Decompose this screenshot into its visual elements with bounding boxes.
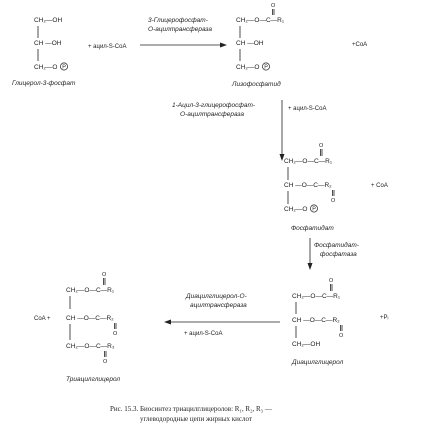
pa-name: Фосфатидат xyxy=(291,224,334,232)
enzyme-4-line-2: ацилтрансфераза xyxy=(190,302,247,309)
tag-ch2-ester-2: CH₂—O—C—R₃ xyxy=(66,343,115,350)
lpa-carbonyl-o: O xyxy=(271,3,276,9)
tag-name: Триацилглицерол xyxy=(66,376,120,383)
tag-carbonyl-o-3: O xyxy=(103,359,108,365)
lpa-ch2-ester: CH₂—O—C—R₁ xyxy=(236,17,285,24)
phosphatidate: O CH₂—O—C—R₁ CH —O—C—R₂ O + CoA CH₂—O P … xyxy=(284,143,388,232)
pi-product: +Pᵢ xyxy=(380,315,389,321)
g3p-ch2-oh: CH₂—OH xyxy=(34,17,62,24)
diacylglycerol: O CH₂—O—C—R₁ CH —O—C—R₂ O +Pᵢ CH₂—OH Диа… xyxy=(291,278,389,366)
lpa-ch2-o: CH₂—O xyxy=(236,64,259,71)
lysophosphatidate: O CH₂—O—C—R₁ CH —OH CH₂—O P Лизофосфатид xyxy=(231,3,285,88)
pa-carbonyl-o-1: O xyxy=(319,143,324,149)
enzyme-2-line-2: О-ацилтрансфераза xyxy=(180,111,244,118)
dag-ch-ester: CH —O—C—R₂ xyxy=(292,317,340,324)
lpa-ch-oh: CH —OH xyxy=(236,40,264,47)
tag-carbonyl-o-1: O xyxy=(102,272,107,278)
dag-ch2-ester: CH₂—O—C—R₁ xyxy=(292,293,341,300)
enzyme-3-line-1: Фосфатидат- xyxy=(314,241,360,249)
tag-ch-ester: CH —O—C—R₂ xyxy=(66,315,114,322)
pa-carbonyl-o-2: O xyxy=(331,198,336,204)
enzyme-1-line-2: О-ацилтрансфераза xyxy=(148,26,212,33)
dag-ch2-oh: CH₂—OH xyxy=(292,341,320,348)
dag-carbonyl-o-2: O xyxy=(339,333,344,339)
enzyme-4-line-1: Диацилглицерол-О- xyxy=(185,293,248,300)
phosphate-icon: P xyxy=(312,207,316,213)
dag-name: Диацилглицерол xyxy=(291,359,344,366)
dag-carbonyl-o-1: O xyxy=(329,278,334,284)
coa-product-1: +CoA xyxy=(352,42,367,48)
tag-carbonyl-o-2: O xyxy=(113,331,118,337)
acyl-coa-reagent-2: + ацил-S-CoA xyxy=(288,106,326,112)
g3p-ch2-o: CH₂—O xyxy=(34,64,57,71)
figure-caption-line-1: Рис. 15.3. Биосинтез триацилглицеролов: … xyxy=(110,405,273,413)
pa-ch-ester: CH —O—C—R₂ xyxy=(284,182,332,189)
enzyme-2-line-1: 1-Ацил-3-глицерофосфат- xyxy=(172,102,256,109)
acyl-coa-reagent-1: + ацил-S-CoA xyxy=(88,44,126,50)
figure-caption-line-2: углеводородные цепи жирных кислот xyxy=(140,415,252,423)
acyl-coa-reagent-3: + ацил-S-CoA xyxy=(184,331,222,337)
pa-ch2-o: CH₂—O xyxy=(284,206,307,213)
phosphate-icon: P xyxy=(62,65,66,71)
enzyme-3-line-2: фосфатаза xyxy=(320,251,357,258)
enzyme-1-line-1: 3-Глицерофосфат- xyxy=(148,17,209,24)
coa-product-3: CoA + xyxy=(34,316,51,322)
coa-product-2: + CoA xyxy=(371,183,388,189)
pa-ch2-ester: CH₂—O—C—R₁ xyxy=(284,158,333,165)
g3p-ch-oh: CH —OH xyxy=(34,40,62,47)
tag-ch2-ester-1: CH₂—O—C—R₁ xyxy=(66,287,115,294)
glycerol-3-phosphate: CH₂—OH CH —OH CH₂—O P Глицерол-3-фосфат xyxy=(12,17,76,87)
lpa-name: Лизофосфатид xyxy=(231,80,281,88)
triacylglycerol: O CH₂—O—C—R₁ CoA + CH —O—C—R₂ O CH₂—O—C—… xyxy=(34,272,120,383)
phosphate-icon: P xyxy=(264,65,268,71)
g3p-name: Глицерол-3-фосфат xyxy=(12,80,76,87)
